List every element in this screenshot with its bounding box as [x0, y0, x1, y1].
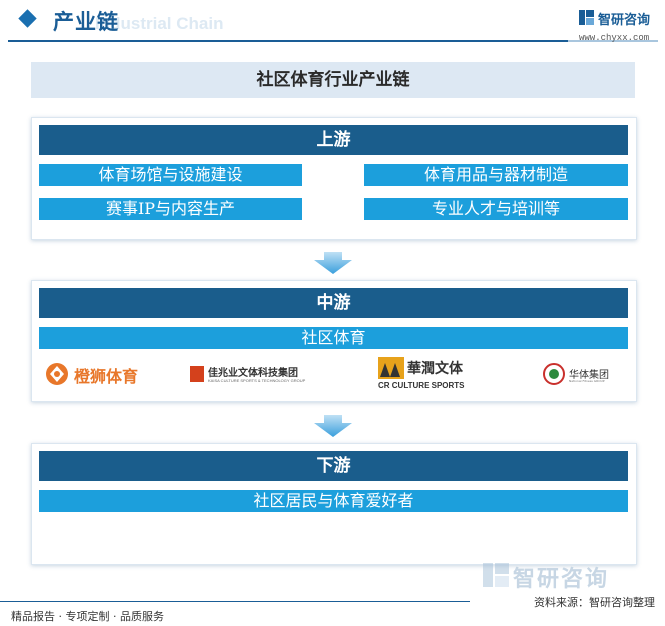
- header-divider-accent: [568, 40, 658, 42]
- company-subtitle: National Fitness GROUP: [569, 379, 605, 383]
- upstream-item: 专业人才与培训等: [364, 198, 628, 220]
- upstream-panel: 上游 体育场馆与设施建设 体育用品与器材制造 赛事IP与内容生产 专业人才与培训…: [31, 117, 637, 240]
- company-name: 华体集团: [569, 370, 609, 381]
- downstream-category: 社区居民与体育爱好者: [39, 490, 628, 512]
- brand-logo[interactable]: 智研咨询 www.chyxx.com: [579, 9, 651, 45]
- header-title: 产业链: [53, 10, 119, 34]
- company-name: 佳兆业文体科技集团: [208, 368, 298, 379]
- upstream-item: 体育场馆与设施建设: [39, 164, 302, 186]
- company-logo-kaisa: 佳兆业文体科技集团 KAISA CULTURE SPORTS & TECHNOL…: [190, 358, 310, 390]
- company-name: 橙狮体育: [74, 367, 139, 386]
- company-subtitle: KAISA CULTURE SPORTS & TECHNOLOGY GROUP: [208, 378, 306, 383]
- kaisa-logo-icon: [190, 366, 204, 382]
- diamond-icon: [18, 9, 37, 28]
- downstream-header: 下游: [39, 451, 628, 481]
- footer-slogan: 精品报告 · 专项定制 · 品质服务: [11, 610, 164, 623]
- company-subtitle: CR CULTURE SPORTS: [378, 381, 465, 390]
- watermark-logo: 智研咨询: [483, 561, 653, 592]
- chyxx-logo-icon: [579, 10, 594, 25]
- upstream-item: 体育用品与器材制造: [364, 164, 628, 186]
- upstream-item: 赛事IP与内容生产: [39, 198, 302, 220]
- midstream-category: 社区体育: [39, 327, 628, 349]
- downstream-panel: 下游 社区居民与体育爱好者: [31, 443, 637, 565]
- chyxx-watermark-icon: [483, 563, 509, 587]
- chart-title-bar: 社区体育行业产业链: [31, 62, 635, 98]
- company-logo-cr: 華潤文体 CR CULTURE SPORTS: [378, 355, 492, 393]
- company-name: 華潤文体: [407, 361, 463, 377]
- footer-divider: [0, 601, 470, 602]
- company-logo-chengshi: 橙狮体育: [44, 358, 140, 390]
- header-subtitle: Industrial Chain: [95, 14, 224, 33]
- down-arrow-icon: [314, 252, 352, 274]
- chart-title: 社区体育行业产业链: [256, 70, 410, 90]
- midstream-panel: 中游 社区体育 橙狮体育 佳兆业文体科技集团 KAISA CULTURE SPO…: [31, 280, 637, 402]
- brand-url: www.chyxx.com: [579, 33, 650, 43]
- midstream-header: 中游: [39, 288, 628, 318]
- upstream-header: 上游: [39, 125, 628, 155]
- page-header: Industrial Chain 产业链 智研咨询 www.chyxx.com: [0, 0, 665, 44]
- source-note: 资料来源：智研咨询整理: [534, 596, 655, 609]
- company-logo-huati: 华体集团 National Fitness GROUP: [543, 358, 617, 390]
- down-arrow-icon: [314, 415, 352, 437]
- huati-logo-icon: [543, 363, 565, 385]
- lion-logo-icon: [46, 363, 68, 385]
- header-divider: [8, 40, 568, 42]
- brand-name: 智研咨询: [598, 13, 651, 28]
- cr-logo-icon: [378, 357, 404, 379]
- watermark-brand: 智研咨询: [513, 567, 610, 592]
